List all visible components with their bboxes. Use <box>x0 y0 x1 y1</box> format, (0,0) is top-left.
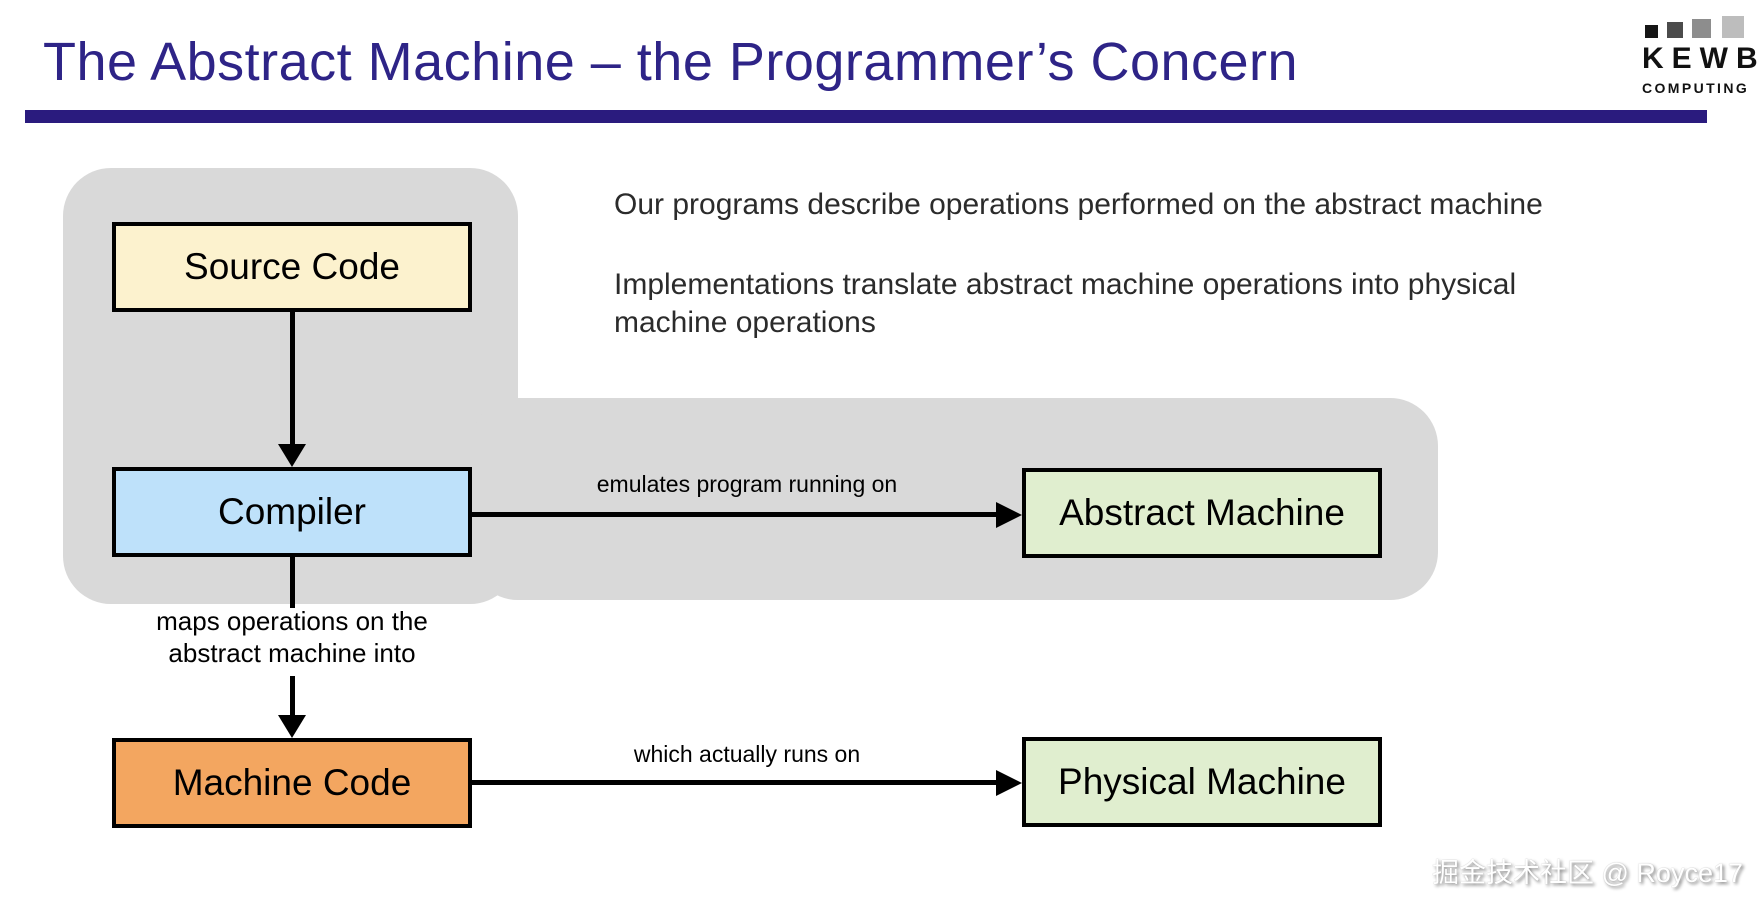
node-source-code: Source Code <box>112 222 472 312</box>
logo-square-2 <box>1667 22 1683 38</box>
arrow-compiler-to-machine-line-lower <box>290 676 295 717</box>
logo-square-3 <box>1692 19 1711 38</box>
edge-label-emulates: emulates program running on <box>596 471 898 497</box>
node-physical-machine: Physical Machine <box>1022 737 1382 827</box>
arrow-compiler-to-abstract-head <box>996 502 1022 528</box>
node-compiler: Compiler <box>112 467 472 557</box>
kewb-logo-icon <box>1643 13 1748 38</box>
page-title: The Abstract Machine – the Programmer’s … <box>43 32 1299 92</box>
edge-label-which: which actually runs on <box>633 741 861 767</box>
arrow-compiler-to-machine-line-upper <box>290 557 295 608</box>
node-machine-code: Machine Code <box>112 738 472 828</box>
arrow-machine-to-physical-head <box>996 770 1022 796</box>
logo-subtitle: COMPUTING <box>1642 80 1750 96</box>
intro-paragraph-1: Our programs describe operations perform… <box>614 188 1543 221</box>
arrow-machine-to-physical-line <box>472 780 997 785</box>
arrow-compiler-to-machine-head <box>278 715 306 738</box>
logo-square-1 <box>1645 25 1658 38</box>
arrow-compiler-to-abstract-line <box>472 512 997 517</box>
logo-square-4 <box>1722 16 1744 38</box>
logo-wordmark: KEWB <box>1642 42 1761 75</box>
edge-label-maps: maps operations on the abstract machine … <box>156 606 428 668</box>
watermark: 掘金技术社区 @ Royce17 <box>1432 858 1743 888</box>
title-underline-bar <box>25 110 1707 123</box>
arrow-source-to-compiler-head <box>278 444 306 467</box>
node-abstract-machine: Abstract Machine <box>1022 468 1382 558</box>
arrow-source-to-compiler-line <box>290 312 295 445</box>
intro-paragraph-2: Implementations translate abstract machi… <box>614 268 1517 339</box>
